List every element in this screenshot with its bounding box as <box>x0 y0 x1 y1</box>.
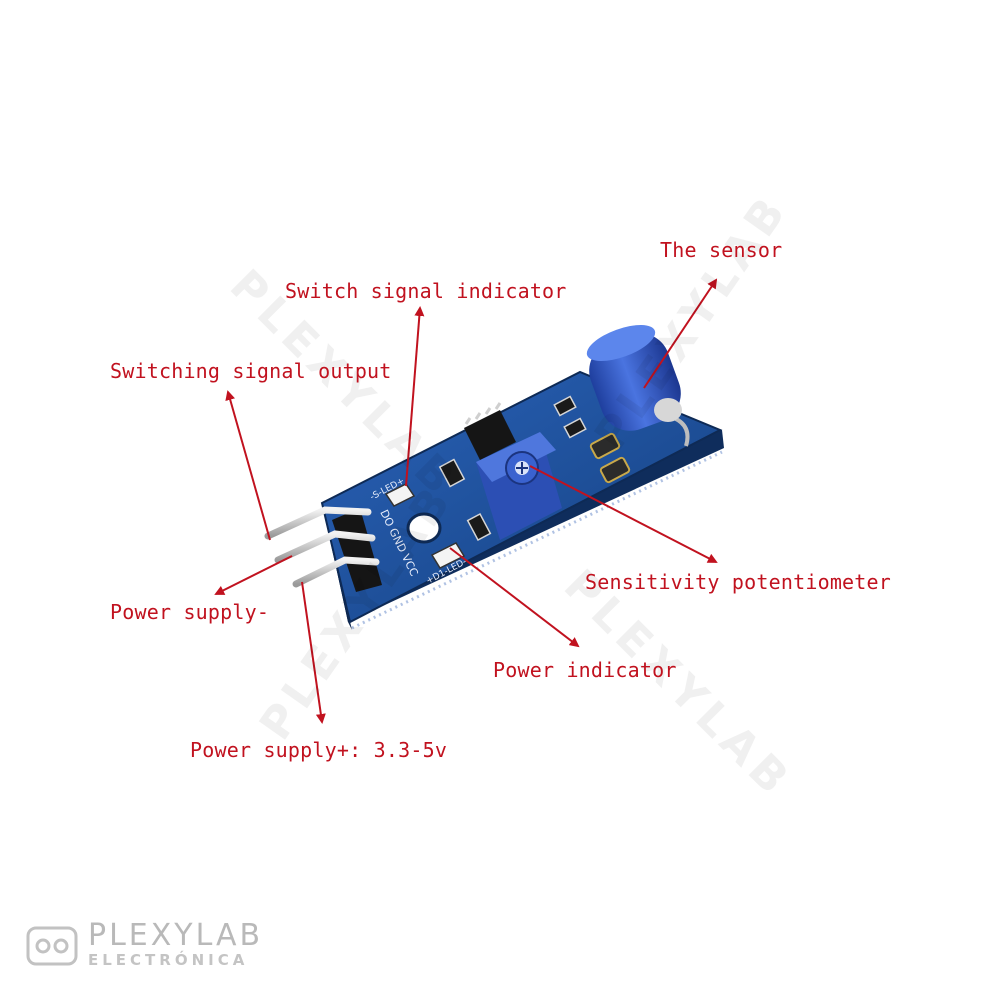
annotation-arrows <box>214 278 718 724</box>
power-led <box>430 542 466 569</box>
smd-components <box>438 395 587 542</box>
plexylab-logo-icon <box>26 926 78 966</box>
arrow-signal-output <box>225 390 271 541</box>
potentiometer <box>476 432 562 540</box>
pin-gnd <box>274 530 376 564</box>
capacitors <box>589 432 631 484</box>
mounting-hole <box>406 512 442 544</box>
brand-logo: PLEXYLAB ELECTRÓNICA <box>22 918 263 969</box>
switch-led <box>384 483 416 507</box>
brand-name: PLEXYLAB <box>88 918 264 953</box>
arrow-sensor <box>643 278 718 389</box>
label-switching-signal-output: Switching signal output <box>110 359 392 383</box>
arrow-power-indicator <box>449 547 580 648</box>
brand-subtitle: ELECTRÓNICA <box>88 951 249 969</box>
label-sensitivity-potentiometer: Sensitivity potentiometer <box>585 570 892 594</box>
label-power-indicator: Power indicator <box>493 658 677 682</box>
label-power-supply-plus: Power supply+: 3.3-5v <box>190 738 448 762</box>
arrow-switch-indicator <box>405 306 425 487</box>
label-power-supply-minus: Power supply- <box>110 600 270 624</box>
pin-do <box>264 506 372 540</box>
arrow-power-plus <box>301 581 326 724</box>
pin-vcc <box>292 556 380 588</box>
label-switch-signal-indicator: Switch signal indicator <box>285 279 567 303</box>
label-the-sensor: The sensor <box>660 238 783 262</box>
tilt-sensor <box>586 324 690 447</box>
arrow-power-minus <box>214 555 293 595</box>
header-pins <box>264 506 382 592</box>
arrow-sensitivity <box>529 465 718 563</box>
